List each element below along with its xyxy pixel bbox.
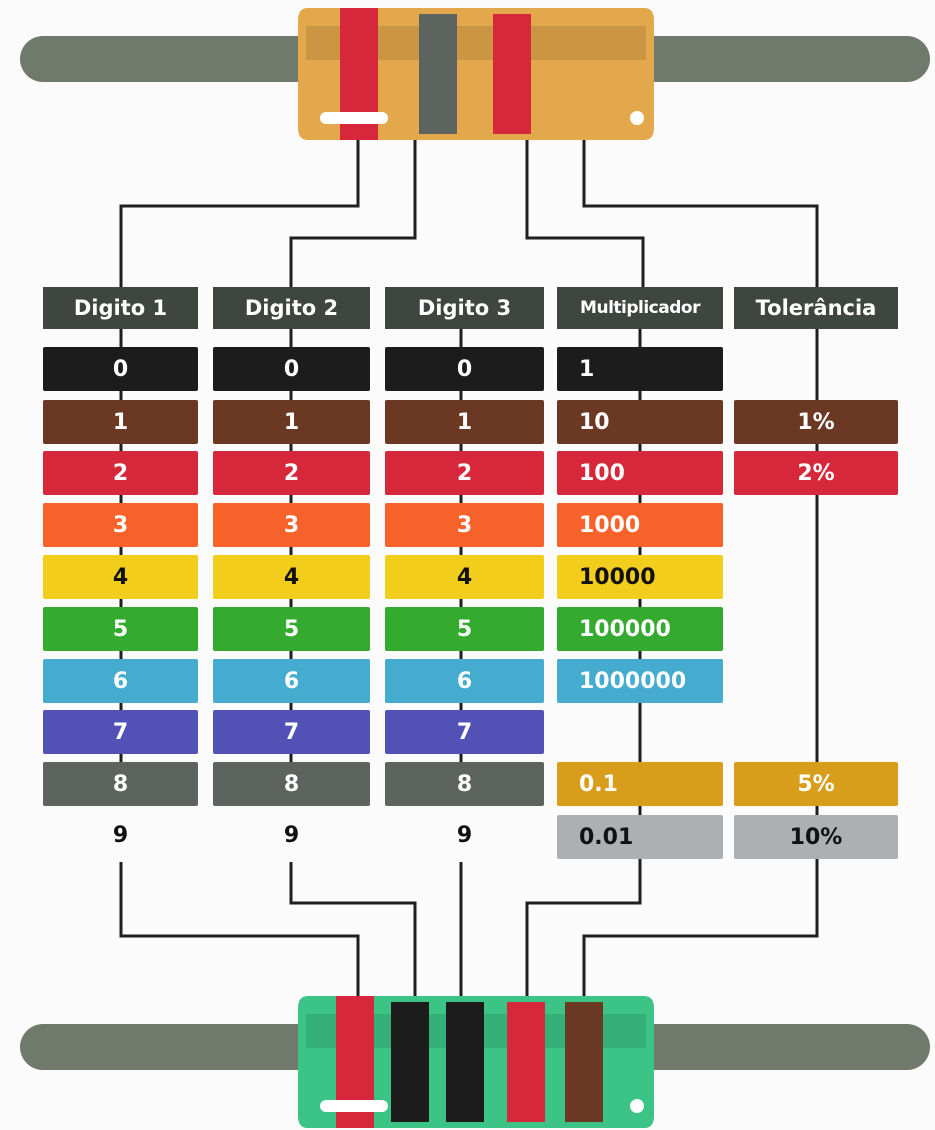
digit-2-cell-9: 9 [213, 823, 370, 848]
digit-1-cell-9: 9 [43, 823, 198, 848]
header-tolerance: Tolerância [734, 287, 898, 329]
multiplier-cell-4: 1000 [557, 503, 723, 547]
digit-3-cell-3: 3 [385, 503, 544, 547]
line-bottom-digit-2 [289, 862, 417, 1005]
digit-2-cell-8: 8 [213, 762, 370, 806]
resistor-bottom-band-5 [565, 1002, 603, 1122]
digit-2-cell-7: 7 [213, 710, 370, 754]
header-digit-1: Digito 1 [43, 287, 198, 329]
digit-3-cell-0: 0 [385, 347, 544, 391]
header-digit-2: Digito 2 [213, 287, 370, 329]
digit-1-cell-1: 1 [43, 400, 198, 444]
digit-3-cell-7: 7 [385, 710, 544, 754]
resistor-top-band-3 [493, 14, 531, 134]
digit-3-cell-8: 8 [385, 762, 544, 806]
digit-2-cell-4: 4 [213, 555, 370, 599]
digit-1-cell-2: 2 [43, 451, 198, 495]
digit-2-cell-6: 6 [213, 659, 370, 703]
resistor-top-body-shade [306, 26, 646, 60]
line-top-digit-1 [119, 138, 360, 290]
digit-1-cell-7: 7 [43, 710, 198, 754]
line-bottom-multiplier [525, 858, 642, 1005]
header-digit-3: Digito 3 [385, 287, 544, 329]
resistor-top-dot [630, 111, 644, 125]
multiplier-cell-1: 1 [557, 347, 723, 391]
tolerance-cell-2: 2% [734, 451, 898, 495]
resistor-bottom-band-2 [391, 1002, 429, 1122]
digit-1-cell-4: 4 [43, 555, 198, 599]
resistor-top-band-2 [419, 14, 457, 134]
resistor-bottom-band-3 [446, 1002, 484, 1122]
header-multiplier: Multiplicador [557, 287, 723, 329]
line-top-tolerance [582, 138, 819, 290]
resistor-bottom-dot [630, 1099, 644, 1113]
digit-2-cell-5: 5 [213, 607, 370, 651]
digit-3-cell-5: 5 [385, 607, 544, 651]
digit-3-cell-9: 9 [385, 823, 544, 848]
tolerance-cell-1: 1% [734, 400, 898, 444]
digit-3-cell-1: 1 [385, 400, 544, 444]
multiplier-cell-7: 1000000 [557, 659, 723, 703]
multiplier-cell-5: 10000 [557, 555, 723, 599]
multiplier-cell-2: 10 [557, 400, 723, 444]
digit-1-cell-8: 8 [43, 762, 198, 806]
digit-3-cell-2: 2 [385, 451, 544, 495]
digit-3-cell-4: 4 [385, 555, 544, 599]
digit-1-cell-6: 6 [43, 659, 198, 703]
multiplier-cell-6: 100000 [557, 607, 723, 651]
digit-2-cell-3: 3 [213, 503, 370, 547]
line-bottom-digit-1 [119, 862, 360, 1005]
resistor-top-body [298, 8, 654, 140]
digit-2-cell-0: 0 [213, 347, 370, 391]
resistor-bottom-band-4 [507, 1002, 545, 1122]
line-top-digit-2 [289, 138, 417, 290]
multiplier-cell-3: 100 [557, 451, 723, 495]
resistor-top [20, 8, 930, 140]
tolerance-cell-4: 10% [734, 815, 898, 859]
digit-2-cell-1: 1 [213, 400, 370, 444]
digit-1-cell-0: 0 [43, 347, 198, 391]
resistor-top-highlight [320, 112, 388, 124]
digit-2-cell-2: 2 [213, 451, 370, 495]
digit-1-cell-3: 3 [43, 503, 198, 547]
resistor-bottom-highlight [320, 1100, 388, 1112]
tolerance-cell-3: 5% [734, 762, 898, 806]
multiplier-cell-9: 0.01 [557, 815, 723, 859]
multiplier-cell-8: 0.1 [557, 762, 723, 806]
line-top-digit-3 [525, 138, 645, 290]
digit-3-cell-6: 6 [385, 659, 544, 703]
digit-1-cell-5: 5 [43, 607, 198, 651]
resistor-bottom [20, 996, 930, 1128]
line-bottom-tolerance [582, 858, 819, 1005]
